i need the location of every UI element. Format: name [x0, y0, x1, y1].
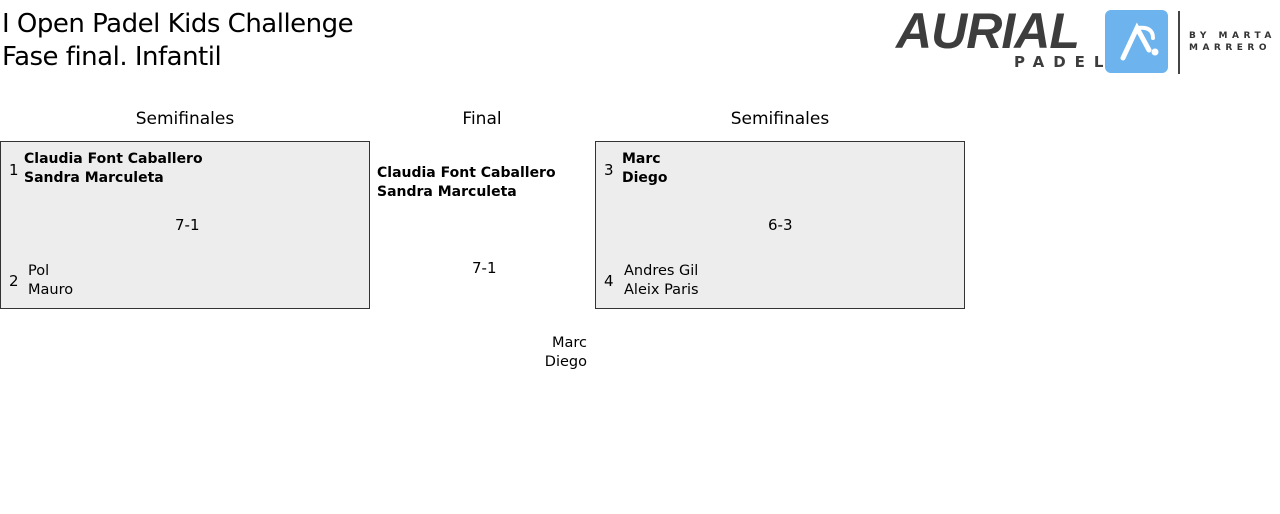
player: Mauro: [28, 282, 74, 298]
round-header-right: Semifinales: [730, 109, 830, 129]
match-score: 6-3: [768, 216, 793, 234]
player: Claudia Font Caballero: [24, 151, 203, 167]
seed: 1: [9, 161, 19, 179]
seed: 4: [604, 272, 614, 290]
logo-divider: [1178, 11, 1180, 74]
player: Sandra Marculeta: [24, 170, 164, 186]
logo-by-line2: MARRERO: [1189, 43, 1272, 53]
match-score: 7-1: [472, 259, 497, 277]
page-title: I Open Padel Kids Challenge Fase final. …: [2, 8, 354, 74]
match-score: 7-1: [175, 216, 200, 234]
player: Aleix Paris: [624, 282, 699, 298]
player: Pol: [28, 263, 50, 279]
player: Diego: [622, 170, 668, 186]
player: Marc: [551, 335, 587, 351]
player: Andres Gil: [624, 263, 699, 279]
player: Sandra Marculeta: [377, 184, 517, 200]
logo-mark-icon: [1105, 10, 1168, 73]
round-header-final: Final: [462, 109, 502, 129]
seed: 3: [604, 161, 614, 179]
logo-by-line1: BY MARTA: [1189, 31, 1276, 41]
tournament-name: I Open Padel Kids Challenge: [2, 9, 354, 39]
player: Claudia Font Caballero: [377, 165, 556, 181]
phase-name: Fase final. Infantil: [2, 42, 222, 72]
player: Marc: [622, 151, 661, 167]
logo-word: AURIAL: [896, 3, 1080, 59]
player: Diego: [544, 354, 587, 370]
sponsor-logo: AURIAL PADEL BY MARTA MARRERO: [896, 3, 1276, 78]
round-header-left: Semifinales: [135, 109, 235, 129]
logo-sub: PADEL: [1014, 53, 1113, 71]
seed: 2: [9, 272, 19, 290]
logo-byline: BY MARTA MARRERO: [1189, 30, 1276, 54]
